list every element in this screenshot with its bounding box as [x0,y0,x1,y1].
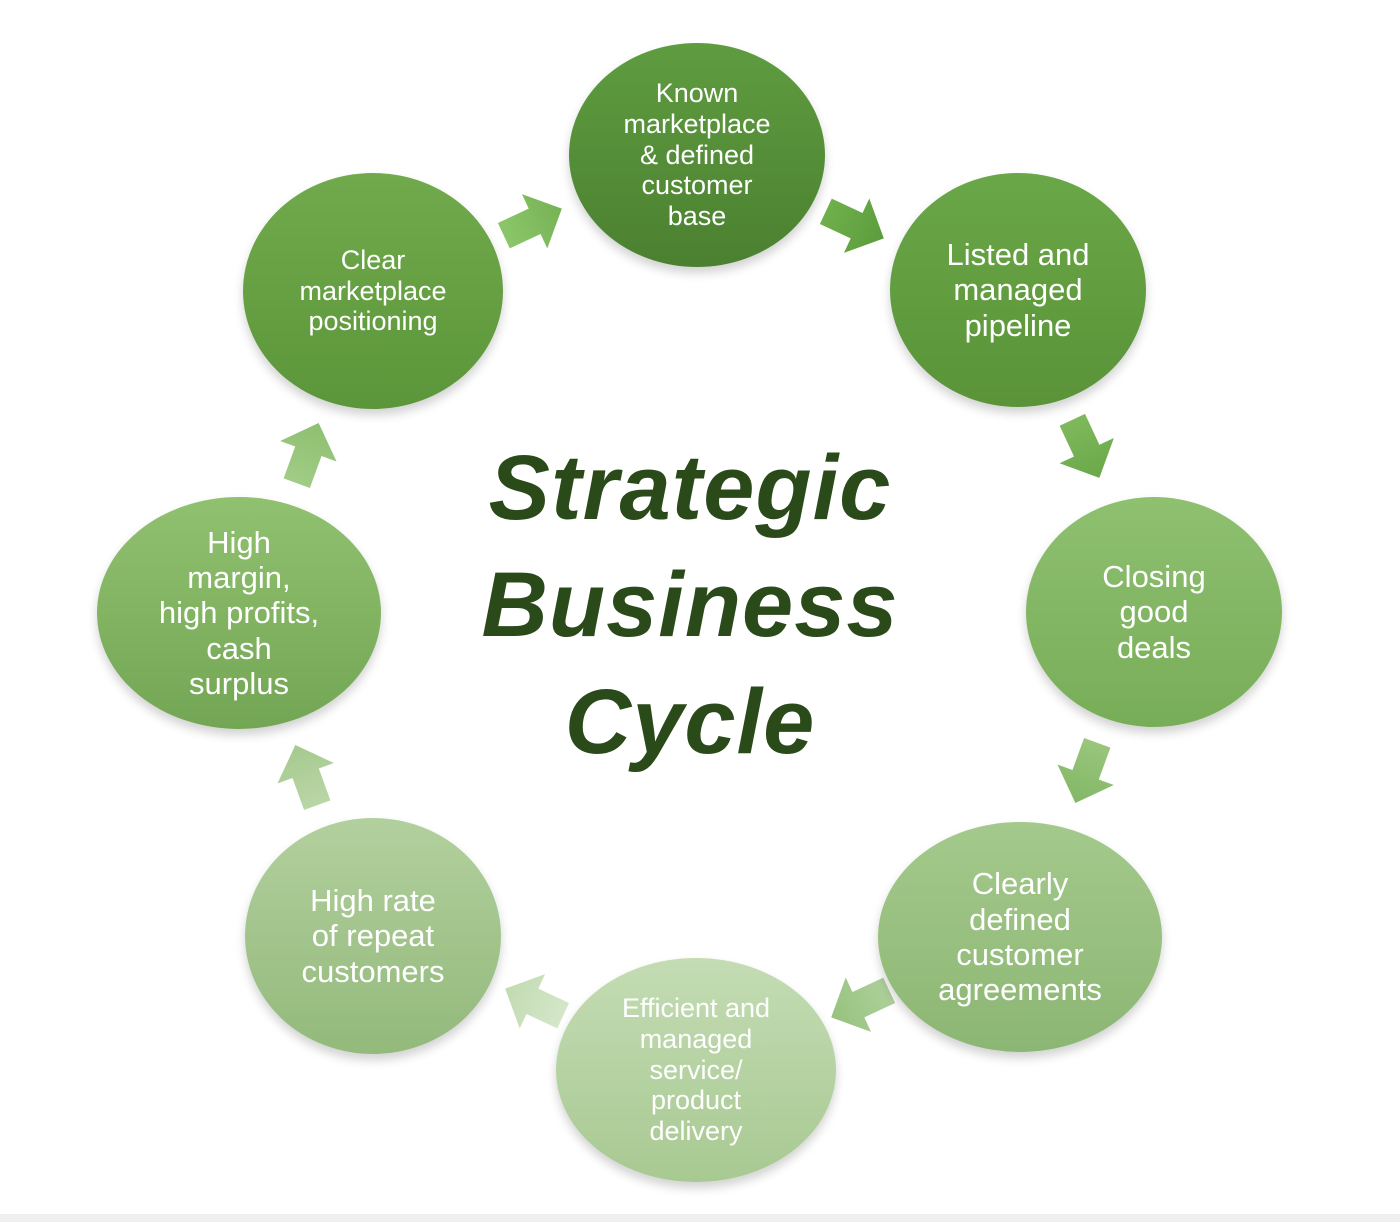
node-marketplace-positioning: Clear marketplace positioning [243,173,503,409]
arrow-to-agreements-icon [1057,738,1114,803]
node-listed-pipeline: Listed and managed pipeline [890,173,1146,407]
node-high-margin: High margin, high profits, cash surplus [97,497,381,729]
node-label: Efficient and managed service/ product d… [621,993,771,1147]
arrow-to-delivery-icon [831,977,896,1032]
arrow-to-closing-icon [1059,413,1114,478]
arrow-to-positioning-icon [280,423,337,488]
arrow-to-known-icon [497,194,562,249]
node-label: Listed and managed pipeline [946,237,1090,343]
node-service-delivery: Efficient and managed service/ product d… [556,958,836,1182]
arrow-to-listed-icon [819,198,884,253]
arrow-to-margin-icon [277,745,334,810]
bottom-divider [0,1214,1400,1222]
arrow-to-repeat-icon [505,974,570,1029]
diagram-title: Strategic Business Cycle [481,437,899,773]
node-repeat-customers: High rate of repeat customers [245,818,501,1054]
node-label: Clear marketplace positioning [299,244,447,337]
node-known-marketplace: Known marketplace & defined customer bas… [569,43,825,267]
node-label: Closing good deals [1102,559,1206,665]
node-label: Known marketplace & defined customer bas… [623,78,771,232]
node-customer-agreements: Clearly defined customer agreements [878,822,1162,1052]
node-closing-deals: Closing good deals [1026,497,1282,727]
node-label: Clearly defined customer agreements [938,866,1102,1008]
node-label: High margin, high profits, cash surplus [158,524,320,701]
node-label: High rate of repeat customers [301,883,445,989]
